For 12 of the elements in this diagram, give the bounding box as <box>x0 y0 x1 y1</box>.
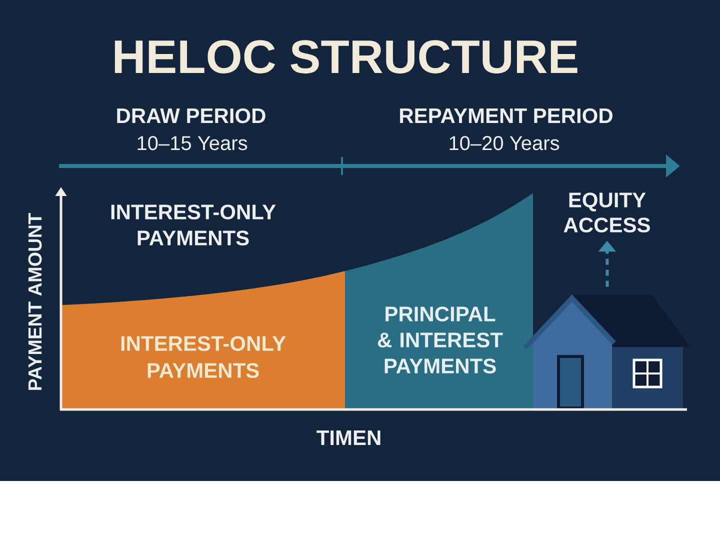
period-duration: 10–20 Years <box>450 136 560 150</box>
area-band: INTEREST-ONLY PAYMENTS <box>62 271 345 409</box>
callout-text: EQUITY ACCESS <box>564 192 650 232</box>
annotation-text: INTEREST-ONLY PAYMENTS <box>111 204 276 246</box>
period-heading: REPAYMENT PERIOD <box>400 108 612 124</box>
area-band: PRINCIPAL & INTEREST PAYMENTS <box>345 193 533 409</box>
axis-label: TIMEN <box>316 430 380 445</box>
axis-label: PAYMENT AMOUNT <box>28 213 42 390</box>
title: HELOC STRUCTURE <box>114 40 578 74</box>
period-heading: DRAW PERIOD <box>117 108 266 124</box>
house-icon <box>523 294 690 410</box>
period-duration: 10–15 Years <box>138 136 248 150</box>
